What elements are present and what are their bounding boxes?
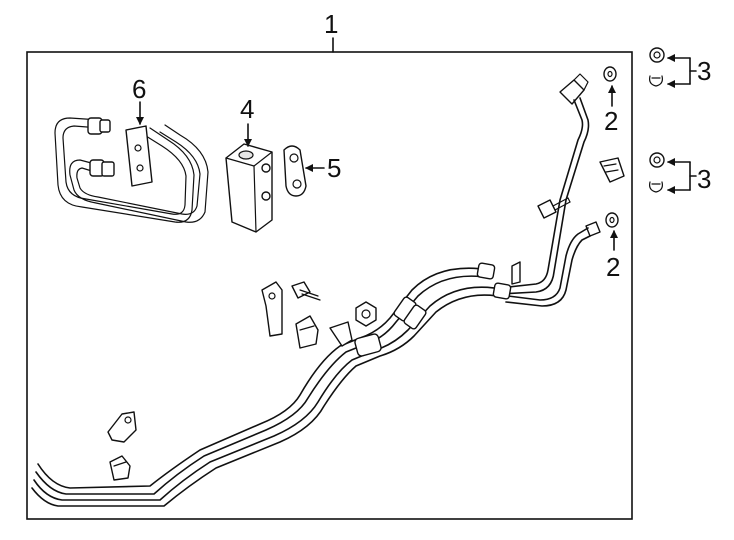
callout-3-upper: 3 (697, 56, 711, 86)
callout-3-upper-group: 3 (667, 54, 711, 88)
tube-clip-part (329, 321, 353, 347)
callout-3-lower: 3 (697, 164, 711, 194)
lower-tube-part (505, 221, 601, 307)
callout-2-lower-group: 2 (606, 230, 620, 282)
retainer-clip-part (599, 157, 625, 183)
mount-bracket-part (261, 281, 321, 349)
callout-2-upper-group: 2 (604, 85, 618, 136)
callout-5: 5 (327, 153, 341, 183)
callout-6-group: 6 (132, 74, 146, 125)
upper-tube-part (499, 73, 590, 295)
clip-lower-part (649, 152, 665, 193)
gasket-part (283, 145, 307, 197)
main-tube-part (31, 261, 521, 507)
clip-upper-part (649, 47, 665, 87)
bolt-right-part (537, 197, 571, 219)
callout-3-lower-group: 3 (667, 158, 711, 194)
washer-upper-part (603, 66, 617, 82)
callout-4: 4 (240, 94, 254, 124)
washer-lower-part (605, 212, 619, 228)
callout-2-upper: 2 (604, 106, 618, 136)
cooler-part (225, 143, 273, 233)
callout-1-group: 1 (324, 9, 338, 53)
lower-bracket-part (107, 411, 137, 481)
nut-part (355, 301, 377, 327)
callout-5-group: 5 (305, 153, 341, 183)
callout-4-group: 4 (240, 94, 254, 147)
diagram-frame (26, 51, 633, 520)
callout-2-lower: 2 (606, 252, 620, 282)
callout-1: 1 (324, 9, 338, 39)
bracket-tubes-part (54, 117, 209, 223)
callout-6: 6 (132, 74, 146, 104)
